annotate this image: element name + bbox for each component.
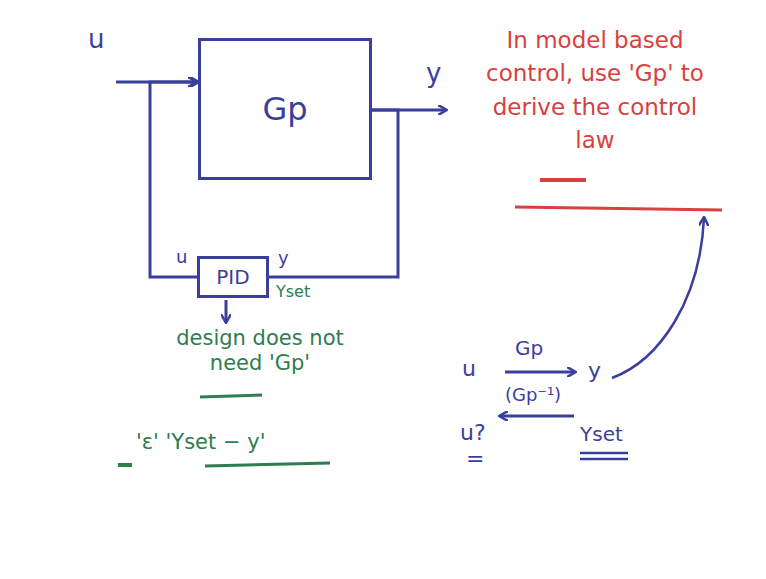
underline — [118, 463, 132, 467]
underline — [540, 178, 586, 182]
underline — [200, 395, 262, 397]
signal-name: Yset — [276, 282, 310, 301]
plant-box: Gp — [198, 38, 372, 180]
signal-name: u — [176, 246, 187, 268]
signal-name: y — [426, 58, 441, 89]
signal-name: y — [278, 247, 289, 269]
underline — [205, 463, 330, 466]
signal-name: u — [462, 356, 476, 382]
box-label: Gp — [262, 90, 307, 128]
feedback-line — [150, 82, 198, 277]
note: 'ε' 'Yset − y' — [136, 430, 265, 455]
curved-arrow — [612, 218, 704, 378]
block-name: Gp — [515, 336, 543, 360]
box-label: PID — [216, 265, 249, 289]
note: In model based control, use 'Gp' to deri… — [470, 24, 720, 157]
underline — [515, 207, 722, 210]
signal-name: u? — [460, 420, 486, 446]
feedback-line — [269, 110, 398, 277]
underline — [580, 458, 628, 461]
equals-sign: = — [466, 446, 484, 472]
signal-name: u — [88, 24, 104, 55]
signal-name: Yset — [580, 422, 623, 446]
controller-box: PID — [197, 256, 269, 298]
note: design does not need 'Gp' — [160, 326, 360, 376]
block-name: (Gp⁻¹) — [505, 384, 561, 406]
forward-arrow — [505, 371, 575, 374]
underline — [580, 452, 628, 455]
pointer-arrow — [225, 300, 228, 322]
signal-name: y — [588, 358, 601, 384]
inverse-arrow — [500, 415, 574, 418]
